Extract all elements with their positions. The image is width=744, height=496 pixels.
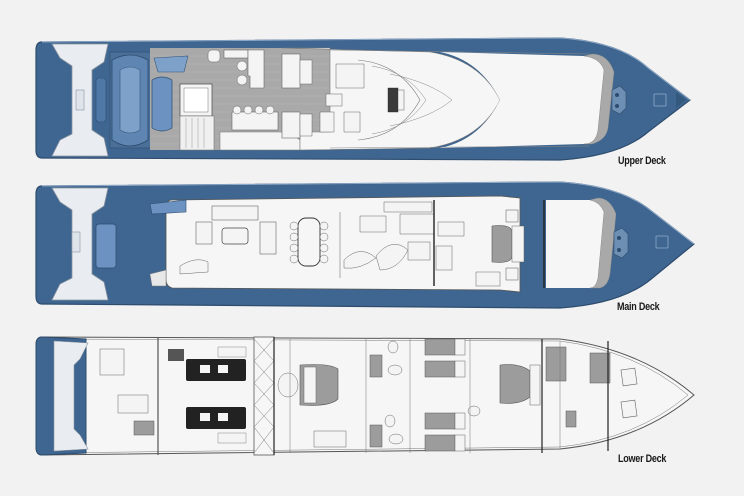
- upper-deck-drawing: [35, 37, 691, 161]
- upper-deck-plan: Upper Deck: [0, 0, 744, 170]
- upper-deck-label: Upper Deck: [618, 155, 666, 167]
- lower-deck-label: Lower Deck: [618, 453, 667, 465]
- main-deck-plan: Main Deck: [0, 170, 744, 330]
- main-deck-drawing: [35, 181, 695, 309]
- lower-deck-plan: Lower Deck: [0, 325, 744, 496]
- lower-deck-drawing: [35, 336, 695, 456]
- main-deck-label: Main Deck: [617, 301, 660, 313]
